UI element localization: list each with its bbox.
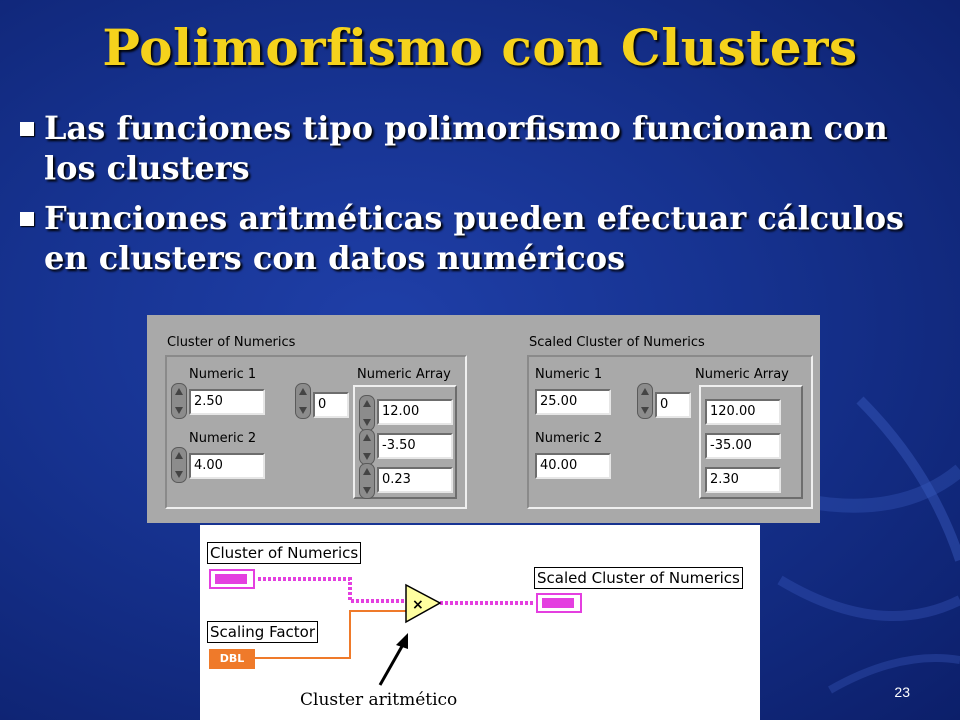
cluster-of-numerics bbox=[165, 355, 467, 509]
numeric-array bbox=[699, 385, 803, 499]
scaled-cluster-of-numerics bbox=[527, 355, 813, 509]
cluster-terminal[interactable] bbox=[209, 569, 255, 589]
increment-arrows-icon[interactable] bbox=[171, 447, 187, 483]
array-label: Numeric Array bbox=[695, 367, 789, 382]
bullet-square-icon bbox=[20, 122, 34, 136]
array-element-indicator: 120.00 bbox=[705, 399, 781, 425]
numeric1-indicator: 25.00 bbox=[535, 389, 611, 415]
dbl-type-text: DBL bbox=[219, 652, 245, 665]
increment-arrows-icon[interactable] bbox=[359, 395, 375, 431]
front-panel: Cluster of Numerics Numeric 1 2.50 Numer… bbox=[147, 315, 820, 523]
scaling-factor-label[interactable]: Scaling Factor bbox=[207, 621, 319, 643]
array-label: Numeric Array bbox=[357, 367, 451, 382]
bullet-text: Las funciones tipo polimorfismo funciona… bbox=[44, 109, 888, 187]
array-element-indicator: -35.00 bbox=[705, 433, 781, 459]
cluster-title: Cluster of Numerics bbox=[167, 335, 296, 350]
output-cluster-label[interactable]: Scaled Cluster of Numerics bbox=[534, 567, 743, 589]
numeric2-field[interactable]: 4.00 bbox=[189, 453, 265, 479]
array-index-field[interactable]: 0 bbox=[313, 392, 349, 418]
array-element-field[interactable]: 12.00 bbox=[377, 399, 453, 425]
input-cluster-label[interactable]: Cluster of Numerics bbox=[207, 542, 362, 564]
output-cluster-terminal[interactable] bbox=[536, 593, 582, 613]
increment-arrows-icon[interactable] bbox=[359, 463, 375, 499]
increment-arrows-icon[interactable] bbox=[359, 429, 375, 465]
array-element-field[interactable]: 0.23 bbox=[377, 467, 453, 493]
bullet-list: Las funciones tipo polimorfismo funciona… bbox=[18, 108, 938, 288]
numeric1-label: Numeric 1 bbox=[189, 367, 257, 382]
multiply-node[interactable] bbox=[405, 583, 442, 624]
bullet-square-icon bbox=[20, 212, 34, 226]
array-element-field[interactable]: -3.50 bbox=[377, 433, 453, 459]
cluster-arithmetic-caption: Cluster aritmético bbox=[300, 690, 458, 710]
bullet-item: Funciones aritméticas pueden efectuar cá… bbox=[18, 198, 938, 278]
array-index-field[interactable]: 0 bbox=[655, 392, 691, 418]
numeric2-label: Numeric 2 bbox=[189, 431, 257, 446]
numeric1-field[interactable]: 2.50 bbox=[189, 389, 265, 415]
numeric2-label: Numeric 2 bbox=[535, 431, 603, 446]
wires: × bbox=[254, 577, 534, 686]
page-number: 23 bbox=[894, 684, 910, 700]
dbl-terminal[interactable]: DBL bbox=[209, 649, 255, 669]
slide-title: Polimorfismo con Clusters bbox=[102, 18, 858, 77]
array-element-indicator: 2.30 bbox=[705, 467, 781, 493]
numeric-array bbox=[353, 385, 457, 499]
bullet-text: Funciones aritméticas pueden efectuar cá… bbox=[44, 199, 905, 277]
increment-arrows-icon[interactable] bbox=[171, 383, 187, 419]
bullet-item: Las funciones tipo polimorfismo funciona… bbox=[18, 108, 938, 188]
index-arrows-icon[interactable] bbox=[295, 383, 311, 419]
numeric1-label: Numeric 1 bbox=[535, 367, 603, 382]
numeric2-indicator: 40.00 bbox=[535, 453, 611, 479]
cluster-title: Scaled Cluster of Numerics bbox=[529, 335, 705, 350]
multiply-symbol: × bbox=[412, 597, 424, 613]
index-arrows-icon[interactable] bbox=[637, 383, 653, 419]
block-diagram: × Cluster of Numerics Scaling Factor DBL… bbox=[200, 525, 760, 720]
